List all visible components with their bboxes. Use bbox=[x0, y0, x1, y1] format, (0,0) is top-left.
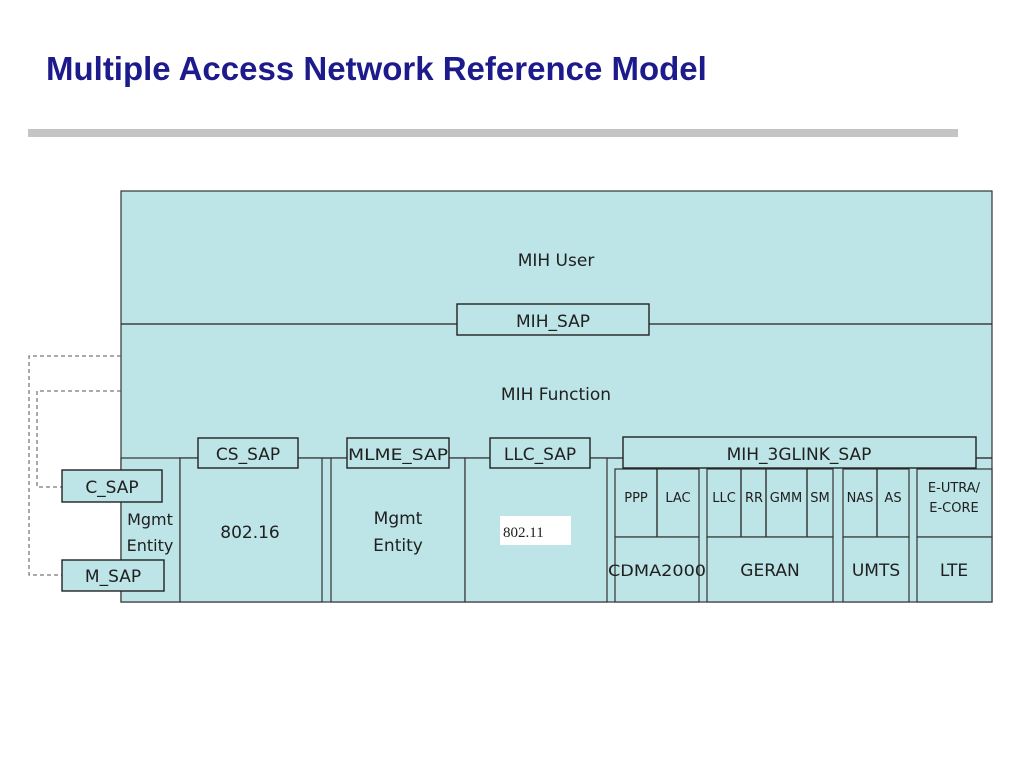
cdma2000-label: CDMA2000 bbox=[608, 561, 706, 580]
wifi-802-11-label: 802.11 bbox=[503, 525, 544, 541]
llc-sap-label: LLC_SAP bbox=[504, 445, 576, 465]
cs-sap-label: CS_SAP bbox=[216, 445, 280, 465]
cdma2000-box bbox=[614, 536, 700, 603]
geran-protocol-sm: SM bbox=[810, 491, 829, 506]
geran-protocol-rr: RR bbox=[745, 491, 763, 506]
mih-sap-box bbox=[456, 303, 650, 336]
mih-3glink-sap-box bbox=[622, 436, 977, 469]
lte-protocol-eutra: E-UTRA/ bbox=[928, 481, 981, 496]
mid-mgmt-entity-line1: Mgmt bbox=[374, 509, 423, 529]
geran-box bbox=[706, 536, 834, 603]
m-sap-label: M_SAP bbox=[85, 567, 141, 587]
title-divider bbox=[28, 129, 958, 137]
c-sap-box bbox=[61, 469, 163, 503]
umts-protocol-box bbox=[842, 468, 910, 538]
mih-user-label: MIH User bbox=[518, 251, 595, 271]
mid-mgmt-entity-line2: Entity bbox=[373, 536, 423, 556]
lte-protocol-ecore: E-CORE bbox=[929, 501, 978, 516]
umts-protocol-nas: NAS bbox=[847, 491, 874, 506]
mih-sap-label: MIH_SAP bbox=[516, 312, 590, 332]
slide-title: Multiple Access Network Reference Model bbox=[46, 50, 707, 87]
cdma-protocol-lac: LAC bbox=[665, 491, 690, 506]
mlme-sap-label: MLME_SAP bbox=[348, 445, 448, 465]
umts-box bbox=[842, 536, 910, 603]
left-mgmt-entity-line1: Mgmt bbox=[127, 510, 173, 529]
geran-protocol-llc: LLC bbox=[712, 491, 736, 506]
left-mgmt-entity-line2: Entity bbox=[127, 536, 174, 555]
cs-sap-box bbox=[197, 437, 299, 469]
geran-protocol-gmm: GMM bbox=[770, 491, 803, 506]
mlme-sap-box bbox=[346, 437, 450, 469]
wifi-label-background bbox=[500, 516, 571, 545]
umts-label: UMTS bbox=[852, 561, 900, 581]
umts-protocol-as: AS bbox=[884, 491, 901, 506]
c-sap-label: C_SAP bbox=[85, 478, 138, 498]
wimax-802-16-label: 802.16 bbox=[220, 523, 279, 543]
mih-function-label: MIH Function bbox=[501, 385, 611, 405]
m-sap-dashed-link bbox=[28, 355, 121, 576]
geran-label: GERAN bbox=[740, 561, 799, 581]
cdma-protocol-ppp: PPP bbox=[624, 491, 648, 506]
c-sap-dashed-link bbox=[36, 390, 121, 488]
lte-protocol-box bbox=[916, 468, 993, 538]
lte-box bbox=[916, 536, 993, 603]
llc-sap-box bbox=[489, 437, 591, 469]
lte-label: LTE bbox=[940, 561, 968, 581]
m-sap-box bbox=[61, 559, 165, 592]
mih-3glink-sap-label: MIH_3GLINK_SAP bbox=[727, 445, 872, 465]
mid-mgmt-entity-box bbox=[330, 457, 466, 603]
